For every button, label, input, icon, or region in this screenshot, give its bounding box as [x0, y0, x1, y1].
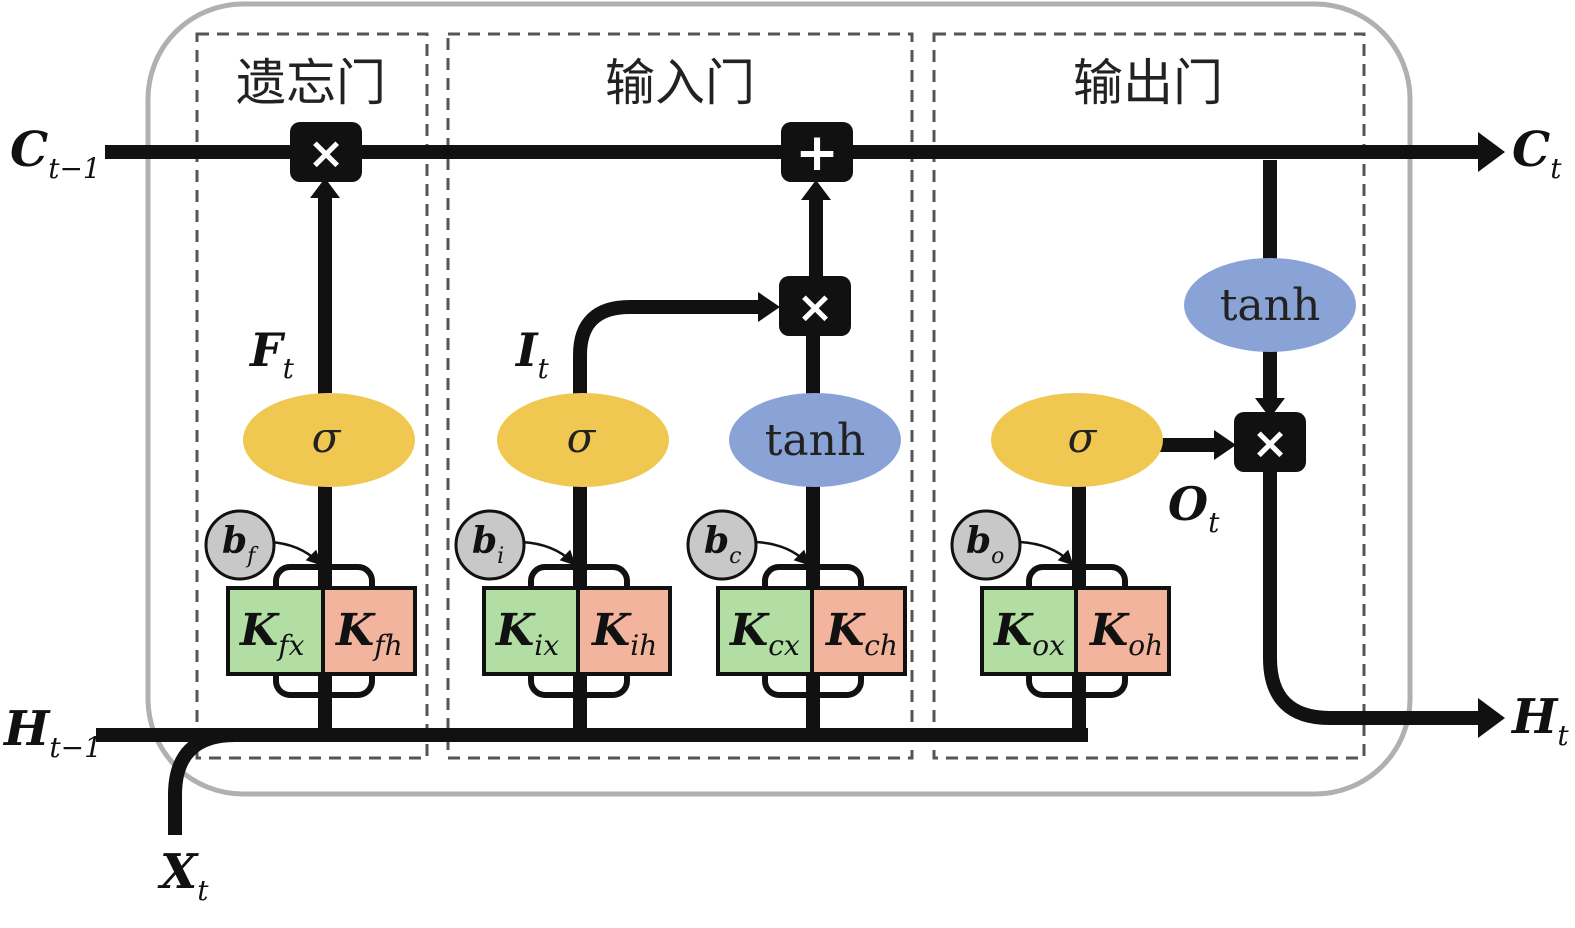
output-gate-region — [932, 32, 1366, 760]
kcx-label: Kcx — [728, 605, 800, 662]
input-sigma-node — [497, 393, 669, 487]
forget-gate-title: 遗忘门 — [236, 54, 386, 112]
output-sigma-node — [991, 393, 1163, 487]
output-multiply-symbol: × — [1252, 418, 1289, 469]
input-multiply-op: × — [779, 276, 851, 336]
h-output-arrow — [1478, 698, 1505, 738]
tanh-to-mult-arrow — [1255, 398, 1285, 418]
kcx-box — [716, 586, 814, 676]
bias-i-label: bi — [472, 520, 504, 569]
output-multiply-op: × — [1234, 412, 1306, 472]
bias-c: bc — [686, 509, 810, 581]
forget-multiply-op: × — [290, 122, 362, 182]
input-sigma-label: σ — [567, 413, 597, 462]
ot-label: Ot — [1168, 477, 1220, 539]
kch-label: Kch — [824, 605, 898, 662]
bias-c-label: bc — [704, 520, 742, 569]
h-next-label: Ht — [1510, 689, 1569, 752]
bias-i: bi — [454, 509, 576, 581]
input-gate-title: 输入门 — [605, 54, 755, 112]
forget-gate-region — [195, 32, 429, 760]
candidate-weight-block: Kcx Kch — [716, 564, 907, 698]
ft-label: Ft — [248, 323, 295, 385]
candidate-tanh-node — [729, 393, 901, 487]
output-tanh-node — [1184, 258, 1356, 352]
candidate-tanh-label: tanh — [765, 415, 866, 466]
output-gate-title: 输出门 — [1073, 54, 1223, 112]
output-sigma-label: σ — [1068, 413, 1098, 462]
kix-label: Kix — [494, 605, 559, 662]
forget-sigma-label: σ — [312, 413, 342, 462]
x-input-line — [168, 728, 236, 835]
kox-label: Kox — [992, 605, 1065, 662]
bias-f: bf — [204, 509, 322, 581]
kfh-box — [321, 586, 417, 676]
h-output-line — [1263, 462, 1490, 725]
c-prev-label: Ct−1 — [10, 122, 101, 185]
output-weight-block: Kox Koh — [980, 564, 1171, 698]
output-tanh-label: tanh — [1220, 280, 1321, 331]
kih-box — [576, 586, 672, 676]
cell-state-arrow — [1478, 132, 1505, 172]
forget-multiply-symbol: × — [308, 128, 345, 179]
cell-frame — [145, 1, 1413, 797]
forget-arrow-up — [310, 178, 340, 198]
h-prev-label: Ht−1 — [2, 701, 102, 764]
x-in-label: Xt — [157, 844, 209, 907]
kfx-label: Kfx — [238, 605, 305, 662]
kfh-label: Kfh — [334, 605, 403, 662]
forget-weight-block: Kfx Kfh — [226, 564, 417, 698]
cell-add-op: + — [781, 122, 853, 183]
input-i-arrow — [758, 292, 780, 322]
c-next-label: Ct — [1512, 122, 1562, 185]
bias-o: bo — [950, 509, 1074, 581]
kih-label: Kih — [590, 605, 657, 662]
output-o-arrow — [1214, 430, 1236, 460]
forget-sigma-node — [243, 393, 415, 487]
cell-add-symbol: + — [795, 123, 839, 183]
add-arrow-up — [801, 180, 831, 200]
it-label: It — [514, 323, 550, 385]
input-gate-region — [446, 32, 914, 760]
koh-box — [1074, 586, 1171, 676]
input-weight-block: Kix Kih — [482, 564, 672, 698]
kch-box — [810, 586, 907, 676]
kix-box — [482, 586, 580, 676]
input-i-curve — [573, 300, 762, 365]
bias-o-label: bo — [966, 520, 1004, 569]
koh-label: Koh — [1088, 605, 1163, 662]
input-multiply-symbol: × — [797, 282, 834, 333]
